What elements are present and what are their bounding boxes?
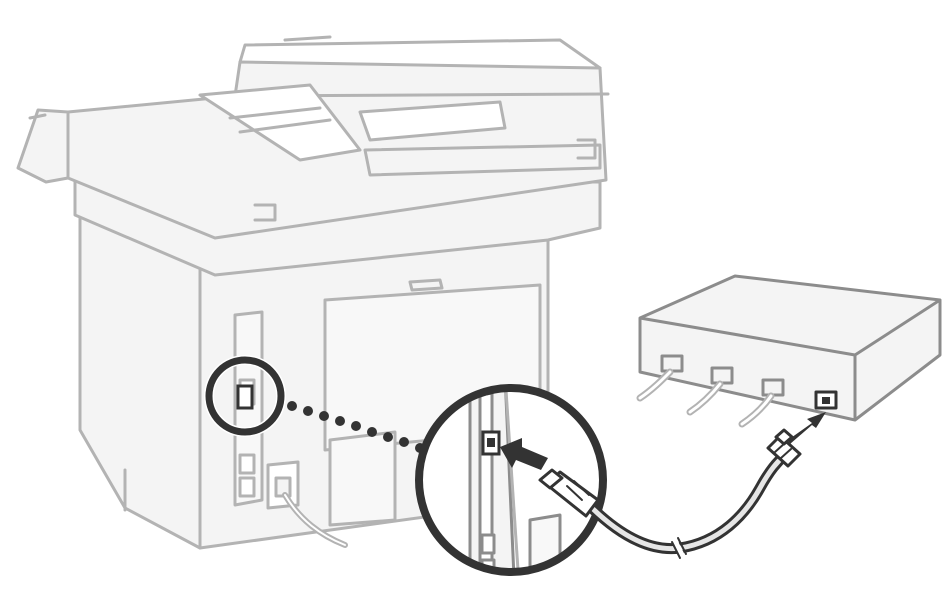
zoom-leader-dots — [287, 401, 425, 453]
lan-plug-printer — [538, 468, 600, 518]
multifunction-printer — [16, 35, 610, 550]
lan-cable — [538, 428, 802, 559]
lan-plug-router — [766, 428, 802, 468]
router-connected-cables — [636, 368, 775, 428]
network-router — [638, 274, 942, 422]
insert-arrow-printer — [500, 438, 548, 470]
insert-arrow-router — [788, 412, 826, 444]
lan-port-zoom-callout — [415, 384, 607, 576]
lan-port-highlight — [204, 355, 286, 437]
